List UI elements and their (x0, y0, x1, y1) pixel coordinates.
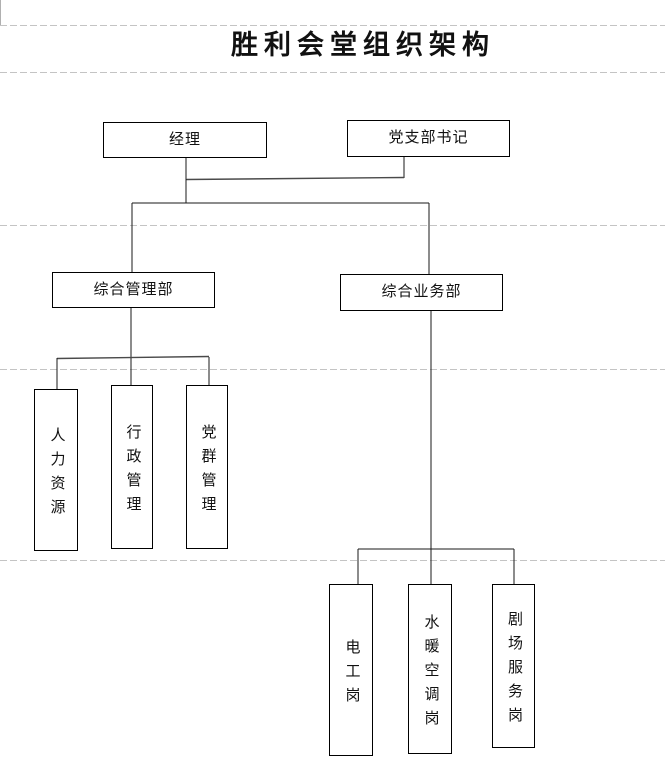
node-general-business-dept-label: 综合业务部 (381, 284, 462, 300)
node-theater-service-post: 剧场服务岗 (492, 584, 535, 748)
node-administrative-management-label: 行政管理 (124, 423, 141, 520)
node-party-branch-secretary-label: 党支部书记 (388, 130, 469, 146)
gridline (0, 560, 665, 561)
node-manager-label: 经理 (168, 131, 201, 148)
node-electrician-post: 电工岗 (329, 584, 373, 756)
node-human-resources: 人力资源 (34, 389, 78, 551)
gridline (0, 369, 665, 370)
node-general-management-dept: 综合管理部 (52, 272, 215, 308)
gridline (0, 225, 665, 226)
node-electrician-post-label: 电工岗 (343, 638, 360, 711)
page-title: 胜利会堂组织架构 (231, 30, 495, 60)
node-plumbing-hvac-post: 水暖空调岗 (408, 584, 452, 754)
node-general-management-dept-label: 综合管理部 (93, 281, 174, 298)
gridline (0, 72, 665, 73)
node-theater-service-post-label: 剧场服务岗 (506, 610, 522, 731)
node-party-branch-secretary: 党支部书记 (347, 120, 510, 157)
node-party-masses-management-label: 党群管理 (199, 423, 216, 520)
node-general-business-dept: 综合业务部 (340, 274, 503, 311)
node-manager: 经理 (103, 122, 267, 158)
node-plumbing-hvac-post-label: 水暖空调岗 (422, 613, 439, 734)
node-human-resources-label: 人力资源 (48, 426, 65, 523)
node-administrative-management: 行政管理 (111, 385, 153, 549)
gridline (0, 25, 665, 26)
node-party-masses-management: 党群管理 (186, 385, 228, 549)
left-edge-tick (0, 0, 1, 25)
